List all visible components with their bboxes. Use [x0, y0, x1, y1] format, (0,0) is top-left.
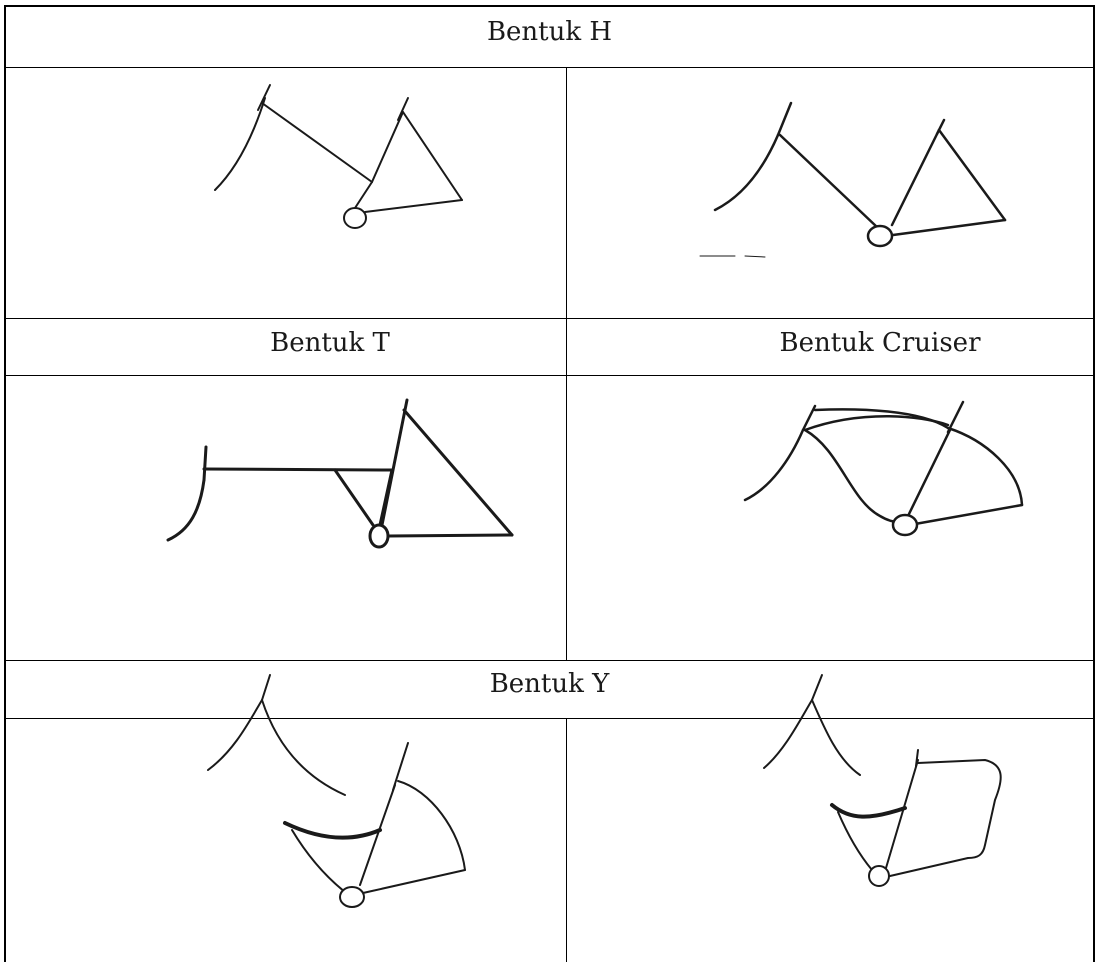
rule-left	[4, 5, 6, 962]
rule-2	[4, 318, 1095, 319]
rule-4	[4, 660, 1095, 661]
rule-3	[4, 375, 1095, 376]
rule-middle-a	[566, 67, 567, 660]
header-bentuk-h: Bentuk H	[486, 17, 613, 47]
rule-right	[1093, 5, 1095, 962]
rule-1	[4, 67, 1095, 68]
rule-top	[4, 5, 1095, 7]
header-bentuk-t: Bentuk T	[270, 328, 390, 358]
rule-5	[4, 718, 1095, 719]
header-bentuk-y: Bentuk Y	[489, 669, 610, 699]
header-bentuk-cruiser: Bentuk Cruiser	[779, 328, 981, 358]
rule-middle-b	[566, 718, 567, 962]
